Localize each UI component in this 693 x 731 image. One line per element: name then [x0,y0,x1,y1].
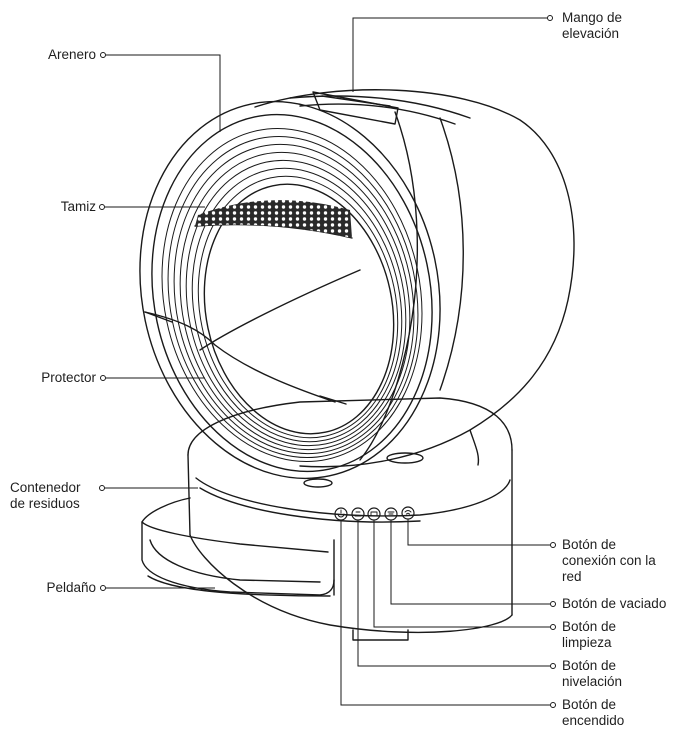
label-contenedor-residuos: Contenedor de residuos [10,480,81,511]
label-mango-elevacion: Mango de elevación [562,10,623,41]
leader-lines [99,15,556,708]
clean-button-icon [367,507,381,521]
inner-rings [161,128,423,462]
label-tamiz: Tamiz [60,199,96,214]
label-boton-nivelacion: Botón de nivelación [562,658,623,689]
label-boton-conexion: Botón de conexión con la red [562,537,656,584]
label-peldano: Peldaño [46,580,96,595]
globe-shell [139,89,575,480]
interior [144,223,361,405]
label-arenero: Arenero [47,47,96,62]
control-buttons [334,506,415,521]
level-button-icon [351,507,365,521]
label-boton-vaciado: Botón de vaciado [562,596,667,611]
label-protector: Protector [41,370,96,385]
label-boton-encendido: Botón de encendido [562,697,625,728]
label-boton-limpieza: Botón de limpieza [562,619,617,650]
waste-drawer [141,497,335,597]
